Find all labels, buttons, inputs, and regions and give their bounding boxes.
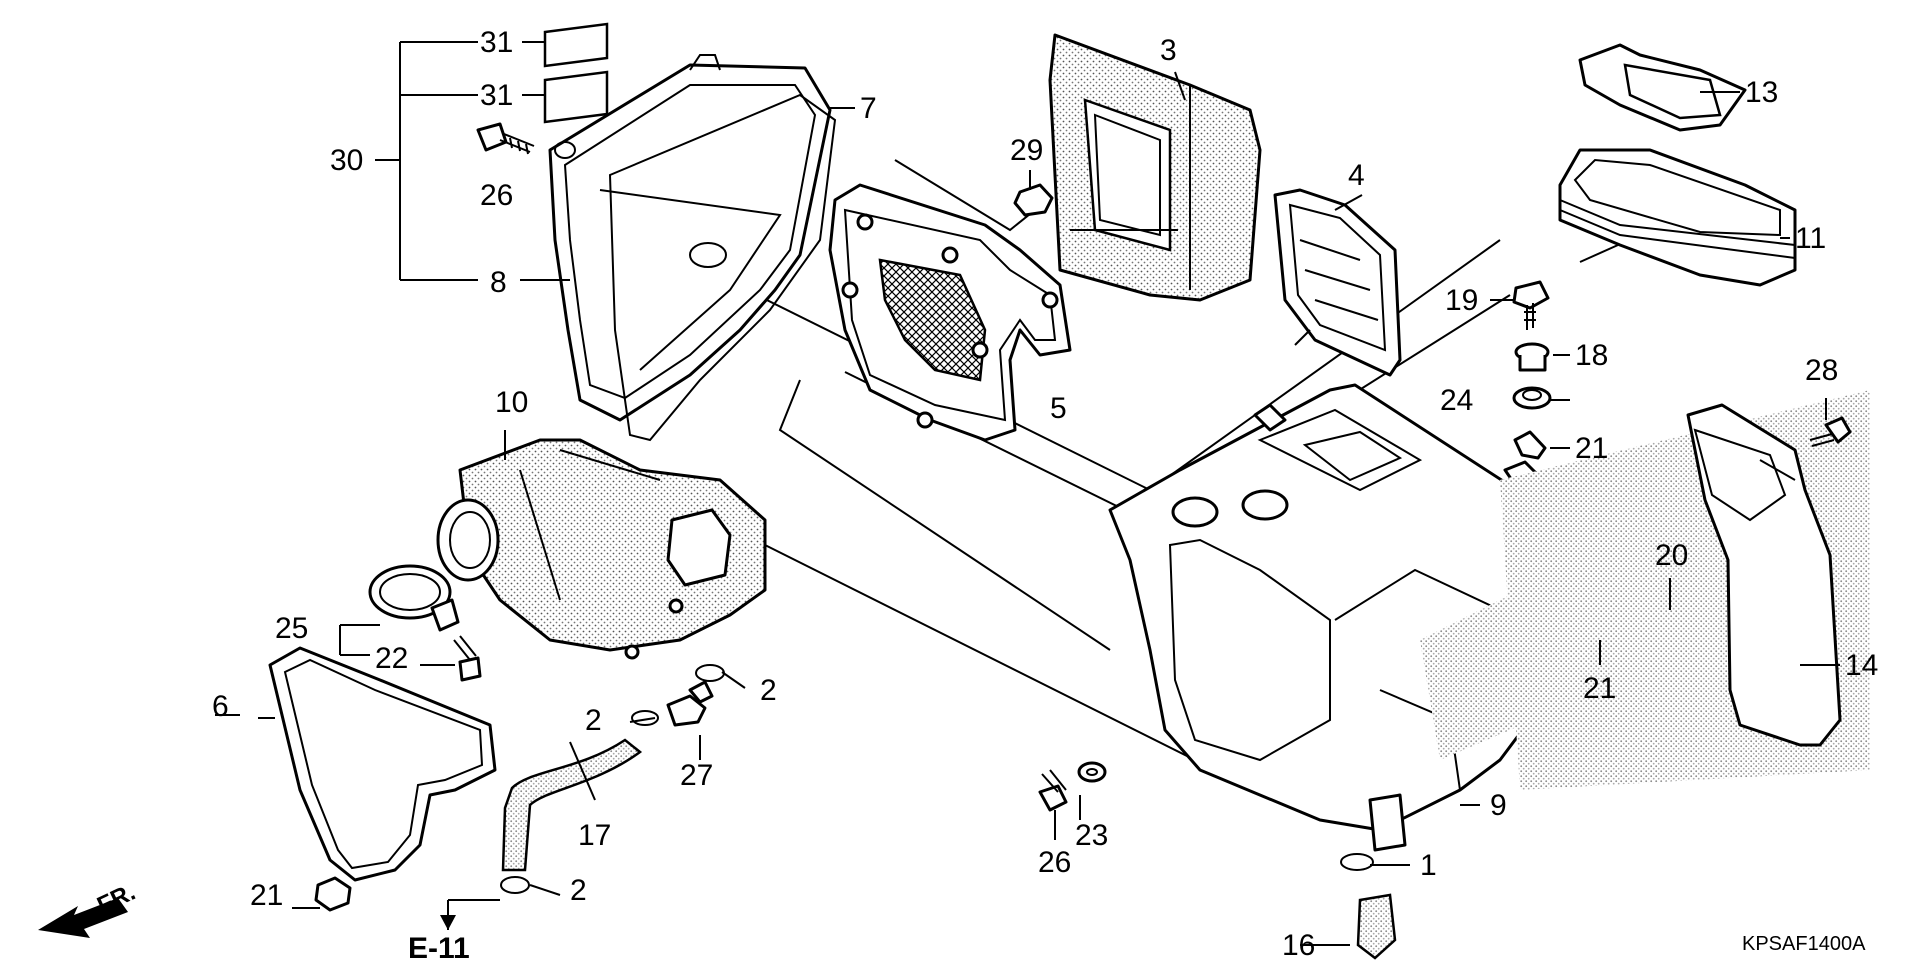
callout-21-upper: 21 — [1575, 432, 1608, 465]
part-27-screw — [476, 122, 535, 155]
callout-5: 5 — [1050, 392, 1067, 425]
part-2-clip-b — [631, 710, 659, 726]
callout-28: 28 — [1805, 354, 1838, 387]
part-8-gasket — [608, 93, 837, 442]
front-direction-arrow-icon — [38, 898, 128, 938]
part-13-side-cover — [1500, 390, 1870, 790]
callout-17: 19 — [1445, 284, 1478, 317]
part-23-washer — [1077, 761, 1107, 783]
part-5-element-holder — [828, 159, 1072, 442]
part-25-plug — [666, 680, 714, 727]
part-2-clip-a — [695, 664, 725, 682]
part-6-gasket — [268, 646, 497, 882]
callout-25: 27 — [680, 759, 713, 792]
part-31-filter-upper — [543, 22, 609, 68]
callout-4: 4 — [1348, 159, 1365, 192]
callout-29: 29 — [1010, 134, 1043, 167]
callout-19: 21 — [250, 879, 283, 912]
callout-24: 25 — [275, 612, 308, 645]
part-28-screw — [1809, 416, 1852, 447]
callout-22: 24 — [1440, 384, 1473, 417]
part-20-screw — [453, 635, 482, 682]
part-24-band — [368, 564, 460, 632]
part-9-air-box — [436, 438, 767, 660]
part-21-clip-upper — [1513, 430, 1547, 460]
callout-31-upper: 31 — [480, 26, 513, 59]
callout-6: 6 — [212, 690, 229, 723]
reference-e11-label: E-11 — [408, 932, 470, 960]
callout-30: 30 — [330, 144, 363, 177]
part-15-drain-tube — [501, 738, 643, 872]
part-14-plug — [1356, 893, 1397, 960]
part-4-element-frame — [1273, 188, 1402, 377]
part-16-grommet — [1514, 342, 1550, 372]
callout-12: 13 — [1745, 76, 1778, 109]
callout-7: 7 — [860, 92, 877, 125]
callout-1: 1 — [1420, 849, 1437, 882]
callout-26: 26 — [1038, 846, 1071, 879]
callout-2-bottom: 2 — [570, 874, 587, 907]
callout-10: 9 — [1490, 789, 1507, 822]
callout-2-right: 2 — [760, 674, 777, 707]
callout-13: 14 — [1845, 649, 1878, 682]
leader-lines — [215, 41, 1840, 946]
part-29-nut — [1013, 183, 1054, 217]
callout-3: 3 — [1160, 34, 1177, 67]
part-22-grommet — [1512, 386, 1552, 410]
callout-11: 11 — [1795, 222, 1826, 255]
part-2-clip-c — [500, 876, 530, 894]
callout-16: 18 — [1575, 339, 1608, 372]
front-direction-indicator: FR. — [38, 879, 140, 938]
drawing-code: KPSAF1400A — [1742, 933, 1866, 955]
part-31-filter-lower — [543, 70, 609, 124]
reference-link[interactable]: E-11 — [408, 915, 470, 965]
callout-21-lower: 21 — [1583, 672, 1616, 705]
part-19-nut — [314, 876, 352, 912]
part-11-connecting-tube — [1558, 148, 1797, 287]
part-3-cover — [1048, 33, 1262, 302]
callout-14: 16 — [1282, 929, 1315, 960]
part-7-air-cleaner-cover — [548, 54, 832, 422]
part-1-clip — [1340, 853, 1374, 871]
part-12-duct — [1578, 43, 1747, 132]
callout-8: 8 — [490, 266, 507, 299]
callout-18: 20 — [1655, 539, 1688, 572]
callout-20: 22 — [375, 642, 408, 675]
part-26-bolt — [1038, 769, 1068, 812]
part-17-bolt — [1512, 280, 1550, 330]
callout-31-lower: 31 — [480, 79, 513, 112]
callout-15: 17 — [578, 819, 611, 852]
callout-2-left: 2 — [585, 704, 602, 737]
callout-9: 10 — [495, 386, 528, 419]
callout-23: 23 — [1075, 819, 1108, 852]
callout-labels: 31 31 30 26 8 7 3 29 4 13 11 19 18 24 21… — [212, 26, 1878, 962]
callout-27: 26 — [480, 179, 513, 212]
